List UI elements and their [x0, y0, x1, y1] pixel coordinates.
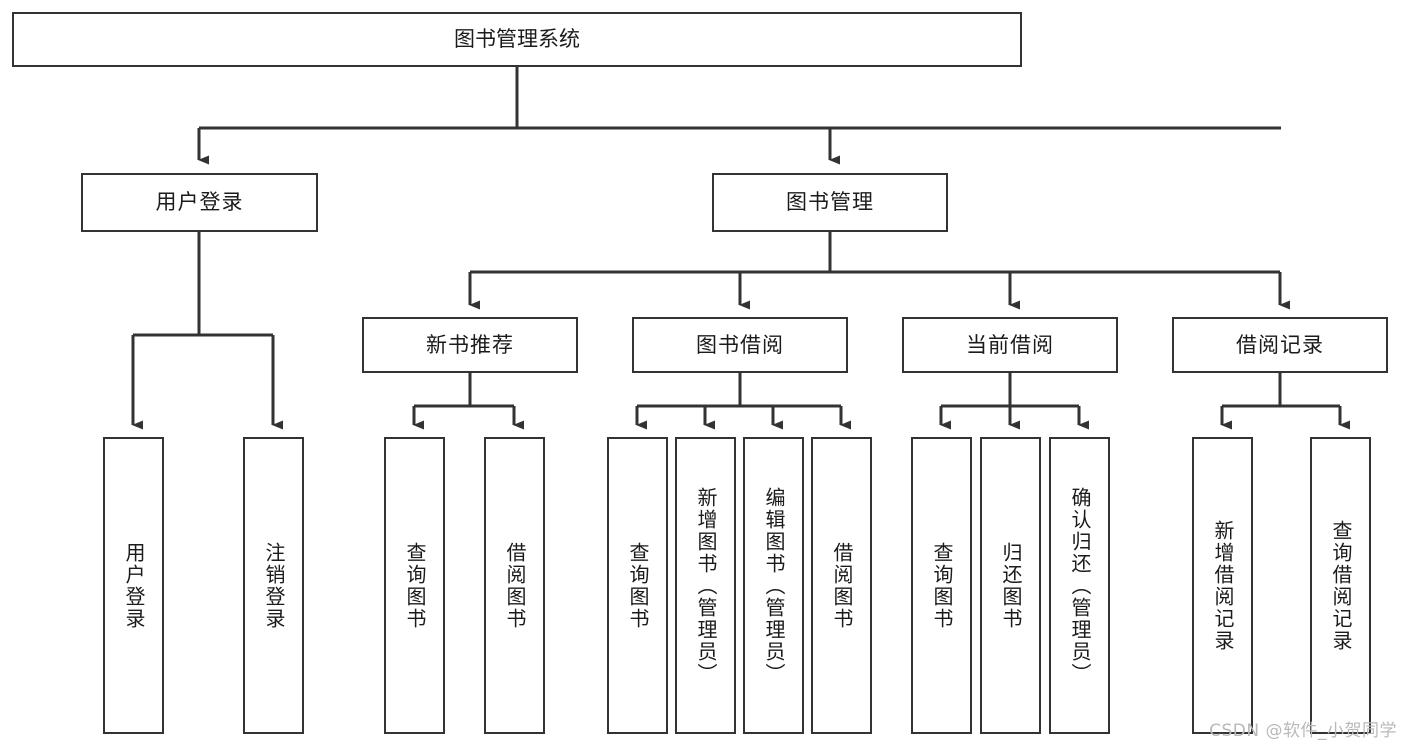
leaf-add-borrow-record-label: 新增借阅记录: [1211, 519, 1235, 652]
node-book-management[interactable]: 图书管理: [712, 173, 948, 232]
leaf-borrow-book-label: 借阅图书: [830, 541, 854, 630]
node-user-login[interactable]: 用户登录: [81, 173, 318, 232]
leaf-borrow-book[interactable]: 借阅图书: [811, 437, 872, 734]
leaf-query-book-borrow[interactable]: 查询图书: [607, 437, 668, 734]
node-root-label: 图书管理系统: [454, 27, 580, 52]
leaf-borrow-book-recommend[interactable]: 借阅图书: [484, 437, 545, 734]
node-new-book-recommend[interactable]: 新书推荐: [362, 317, 578, 373]
node-borrow-record[interactable]: 借阅记录: [1172, 317, 1388, 373]
leaf-user-login[interactable]: 用户登录: [103, 437, 164, 734]
leaf-query-borrow-record[interactable]: 查询借阅记录: [1310, 437, 1371, 734]
leaf-query-borrow-record-label: 查询借阅记录: [1329, 519, 1353, 652]
leaf-logout-label: 注销登录: [262, 541, 286, 630]
leaf-add-book-admin-label: 新增图书（管理员）: [694, 486, 718, 685]
leaf-query-book-recommend[interactable]: 查询图书: [384, 437, 445, 734]
leaf-user-login-label: 用户登录: [122, 541, 146, 630]
leaf-query-book-recommend-label: 查询图书: [403, 541, 427, 630]
node-current-borrow[interactable]: 当前借阅: [902, 317, 1118, 373]
leaf-return-book[interactable]: 归还图书: [980, 437, 1041, 734]
node-book-management-label: 图书管理: [786, 190, 874, 215]
node-new-book-recommend-label: 新书推荐: [426, 332, 514, 357]
node-borrow-record-label: 借阅记录: [1236, 332, 1324, 357]
leaf-edit-book-admin[interactable]: 编辑图书（管理员）: [743, 437, 804, 734]
leaf-return-book-label: 归还图书: [999, 541, 1023, 630]
leaf-query-book-current-label: 查询图书: [930, 541, 954, 630]
leaf-confirm-return-admin-label: 确认归还（管理员）: [1068, 486, 1092, 685]
leaf-borrow-book-recommend-label: 借阅图书: [503, 541, 527, 630]
leaf-confirm-return-admin[interactable]: 确认归还（管理员）: [1049, 437, 1110, 734]
leaf-logout[interactable]: 注销登录: [243, 437, 304, 734]
node-current-borrow-label: 当前借阅: [966, 332, 1054, 357]
leaf-add-book-admin[interactable]: 新增图书（管理员）: [675, 437, 736, 734]
watermark: CSDN @软件_小贺同学: [1209, 721, 1397, 741]
leaf-query-book-borrow-label: 查询图书: [626, 541, 650, 630]
leaf-edit-book-admin-label: 编辑图书（管理员）: [762, 486, 786, 685]
node-root[interactable]: 图书管理系统: [12, 12, 1022, 67]
node-user-login-label: 用户登录: [155, 190, 244, 215]
leaf-add-borrow-record[interactable]: 新增借阅记录: [1192, 437, 1253, 734]
node-book-borrow[interactable]: 图书借阅: [632, 317, 848, 373]
node-book-borrow-label: 图书借阅: [696, 332, 784, 357]
leaf-query-book-current[interactable]: 查询图书: [911, 437, 972, 734]
